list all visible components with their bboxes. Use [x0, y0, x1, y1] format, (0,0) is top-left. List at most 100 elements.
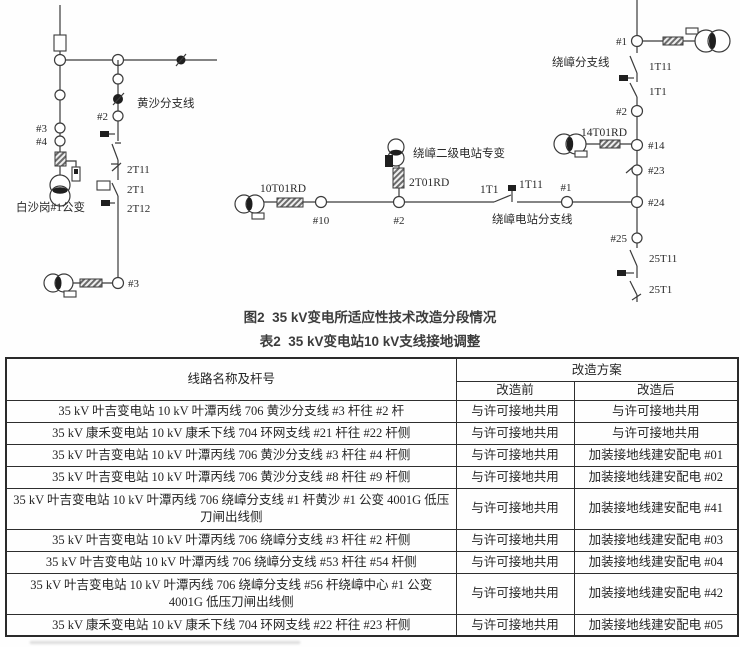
after-cell: 加装接地线建安配电 #02 — [573, 465, 739, 489]
before-cell: 与许可接地共用 — [455, 421, 575, 445]
pole-4 — [54, 135, 66, 147]
line-cell: 35 kV 康禾变电站 10 kV 康禾下线 704 环网支线 #21 杆往 #… — [5, 421, 457, 445]
pole-10 — [314, 195, 328, 209]
fuse-icon — [662, 36, 684, 46]
line-cell: 35 kV 叶吉变电站 10 kV 叶潭丙线 706 绕嶂分支线 #1 杆黄沙 … — [5, 487, 457, 530]
table-row: 35 kV 康禾变电站 10 kV 康禾下线 704 环网支线 #22 杆往 #… — [5, 613, 739, 637]
after-cell: 加装接地线建安配电 #03 — [573, 528, 739, 552]
after-cell: 与许可接地共用 — [573, 421, 739, 445]
fuse-14t01rd-icon — [599, 139, 621, 149]
huangsha-branch-label: 黄沙分支线 — [137, 96, 195, 110]
raozhang-branch-label: 绕嶂分支线 — [552, 55, 610, 69]
pole23-label: #23 — [648, 165, 665, 177]
grounding-adjustment-table: 线路名称及杆号 改造方案 改造前 改造后 35 kV 叶吉变电站 10 kV 叶… — [5, 357, 740, 637]
scan-artifact — [30, 641, 300, 644]
header-before: 改造前 — [455, 380, 575, 401]
before-cell: 与许可接地共用 — [455, 550, 575, 574]
table-row: 35 kV 叶吉变电站 10 kV 叶潭丙线 706 绕嶂分支线 #53 杆往 … — [5, 550, 739, 574]
table-title: 表2 35 kV变电站10 kV支线接地调整 — [259, 334, 481, 349]
disconnector-blade — [629, 55, 638, 74]
fuse-2t01rd-label: 2T01RD — [409, 177, 449, 189]
line-cell: 35 kV 叶吉变电站 10 kV 叶潭丙线 706 黄沙分支线 #3 杆往 #… — [5, 443, 457, 467]
pole10-label: #10 — [313, 215, 330, 227]
after-cell: 加装接地线建安配电 #05 — [573, 613, 739, 637]
pole — [54, 89, 66, 101]
before-cell: 与许可接地共用 — [455, 528, 575, 552]
figure-caption: 图2 35 kV变电所适应性技术改造分段情况 — [243, 310, 497, 325]
header-line-name: 线路名称及杆号 — [5, 357, 457, 401]
pole-25 — [631, 232, 643, 244]
pole25-label: #25 — [611, 233, 628, 245]
sw-1t1-label: 1T1 — [480, 184, 499, 196]
fuse-14t01rd-label: 14T01RD — [581, 127, 627, 139]
line-cell: 35 kV 叶吉变电站 10 kV 叶潭丙线 706 黄沙分支线 #3 杆往 #… — [5, 399, 457, 423]
after-cell: 与许可接地共用 — [573, 399, 739, 423]
pole3-end-label: #3 — [128, 278, 140, 290]
before-cell: 与许可接地共用 — [455, 399, 575, 423]
pole24-label: #24 — [648, 197, 665, 209]
table-row: 35 kV 康禾变电站 10 kV 康禾下线 704 环网支线 #21 杆往 #… — [5, 421, 739, 445]
after-cell: 加装接地线建安配电 #01 — [573, 443, 739, 467]
transformer-icon — [553, 133, 588, 158]
transformer-icon — [234, 194, 265, 220]
sw-1t11-label: 1T11 — [649, 61, 672, 73]
before-cell: 与许可接地共用 — [455, 443, 575, 467]
middle-feeder: 10T01RD #10 #2 2T01RD 绕嶂二级电站专变 1T1 1T11 … — [234, 138, 631, 227]
after-cell: 加装接地线建安配电 #04 — [573, 550, 739, 574]
sw-2t1-label: 2T1 — [127, 184, 145, 196]
pole-24 — [630, 195, 644, 209]
line-cell: 35 kV 叶吉变电站 10 kV 叶潭丙线 706 绕嶂分支线 #56 杆绕嶂… — [5, 572, 457, 615]
baishagang-label: 白沙岗#1公变 — [16, 200, 85, 214]
arrester-icon — [100, 131, 115, 137]
before-cell: 与许可接地共用 — [455, 487, 575, 530]
pole-14 — [630, 138, 644, 152]
disconnector-blade — [111, 142, 121, 161]
pole2-label: #2 — [394, 215, 405, 227]
sw-25t11-label: 25T11 — [649, 253, 677, 265]
arrester-icon — [617, 270, 634, 276]
after-cell: 加装接地线建安配电 #42 — [573, 572, 739, 615]
before-cell: 与许可接地共用 — [455, 465, 575, 489]
before-cell: 与许可接地共用 — [455, 572, 575, 615]
pole-23 — [631, 164, 643, 176]
table-row: 35 kV 叶吉变电站 10 kV 叶潭丙线 706 绕嶂分支线 #3 杆往 #… — [5, 528, 739, 552]
disconnector-blade — [629, 280, 638, 296]
pole — [112, 73, 124, 85]
pole2-label: #2 — [97, 111, 108, 123]
sw-1t1-label: 1T1 — [649, 86, 667, 98]
table-row: 35 kV 叶吉变电站 10 kV 叶潭丙线 706 黄沙分支线 #8 杆往 #… — [5, 465, 739, 489]
table-row: 35 kV 叶吉变电站 10 kV 叶潭丙线 706 黄沙分支线 #3 杆往 #… — [5, 399, 739, 423]
fuse-icon — [54, 151, 67, 167]
ct-box — [53, 34, 67, 52]
fuse-icon — [79, 278, 103, 288]
disconnector-blade — [493, 194, 512, 203]
pole2-label: #2 — [616, 106, 627, 118]
station-transformer-icon — [385, 138, 405, 167]
pole-2 — [112, 110, 124, 122]
before-cell: 与许可接地共用 — [455, 613, 575, 637]
pole-3-end — [111, 276, 125, 290]
pole-3 — [54, 122, 66, 134]
meter-box — [685, 27, 699, 35]
pole1-label: #1 — [561, 182, 572, 194]
meter-box — [96, 180, 111, 191]
arrester-icon — [101, 200, 115, 206]
table-row: 35 kV 叶吉变电站 10 kV 叶潭丙线 706 绕嶂分支线 #1 杆黄沙 … — [5, 487, 739, 530]
junction-pole — [53, 53, 67, 67]
arrester-icon — [619, 75, 634, 81]
disconnector-blade — [629, 82, 638, 98]
table-row: 35 kV 叶吉变电站 10 kV 叶潭丙线 706 黄沙分支线 #3 杆往 #… — [5, 443, 739, 467]
header-after: 改造后 — [573, 380, 739, 401]
pole-1 — [630, 34, 644, 48]
pole-1 — [560, 195, 574, 209]
pole-2 — [630, 104, 644, 118]
fuse-10t01rd-icon — [276, 197, 304, 208]
transformer-icon — [694, 29, 731, 53]
line-cell: 35 kV 叶吉变电站 10 kV 叶潭丙线 706 绕嶂分支线 #53 杆往 … — [5, 550, 457, 574]
sw-2t11-label: 2T11 — [127, 164, 150, 176]
substation-diagram: #3 #4 白沙岗#1公变 黄沙分支线 #2 2T11 — [16, 0, 731, 302]
transformer-icon — [43, 273, 77, 298]
disconnector-blade — [111, 182, 119, 197]
sw-25t1-label: 25T1 — [649, 284, 672, 296]
